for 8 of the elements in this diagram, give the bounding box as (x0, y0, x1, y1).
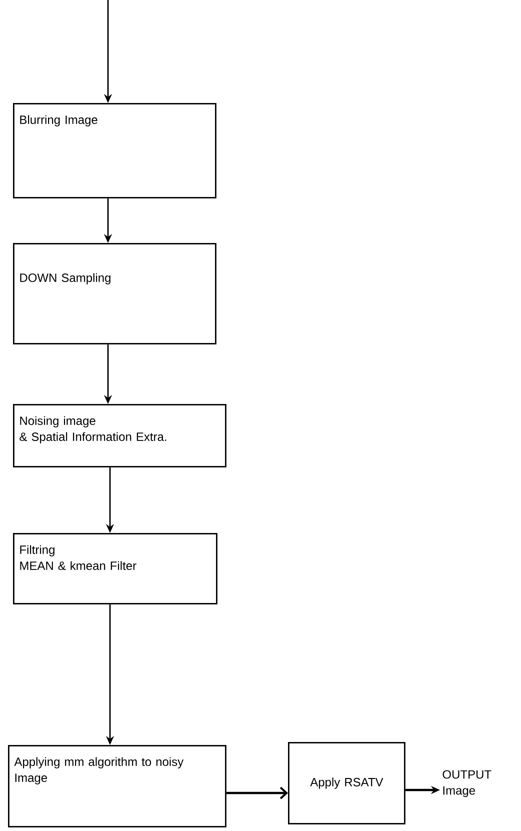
output-label: OUTPUT Image (442, 770, 492, 798)
process-box: DOWN Sampling (13, 243, 216, 344)
process-box: Applying mm algorithm to noisy Image (8, 745, 226, 828)
process-box: Noising image & Spatial Information Extra. (13, 404, 226, 468)
process-box: Apply RSATV (288, 742, 406, 824)
process-box: Blurring Image (13, 103, 216, 198)
process-box: Filtring MEAN & kmean Filter (13, 533, 218, 604)
arrow (226, 786, 288, 800)
